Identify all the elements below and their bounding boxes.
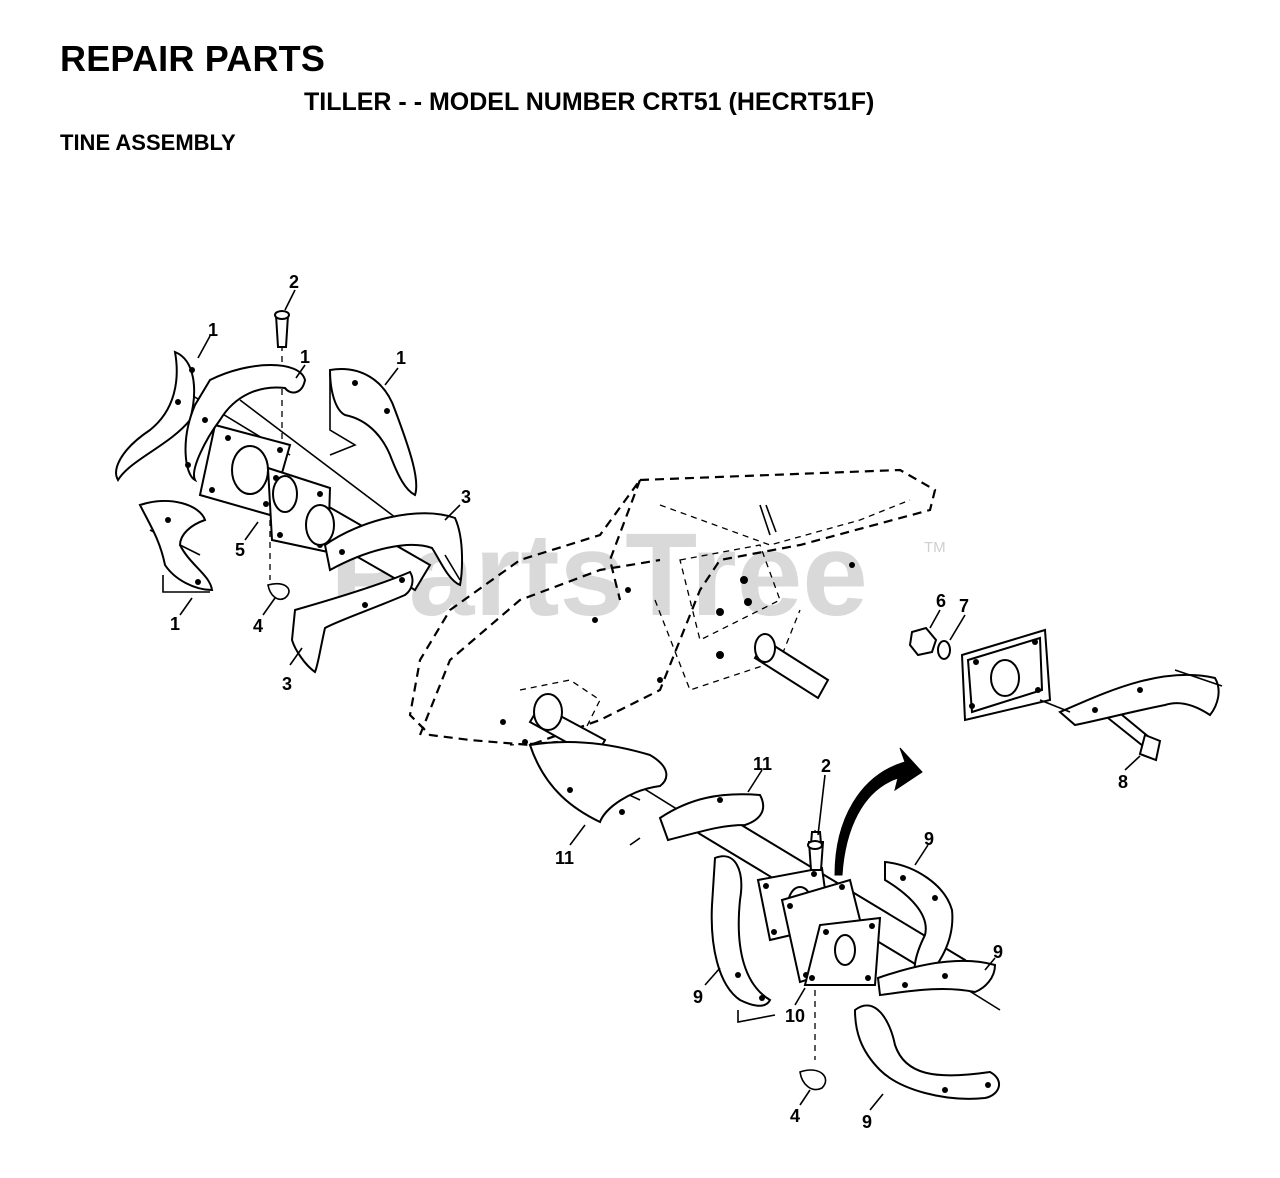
callout-tine-11-left: 11 — [555, 848, 574, 868]
callout-hairpin-lower: 4 — [790, 1106, 800, 1126]
callout-tine-lower-left: 1 — [170, 614, 180, 634]
page-title: REPAIR PARTS — [60, 38, 326, 79]
callout-bolt: 8 — [1118, 772, 1128, 792]
callout-tine-9-bottom: 9 — [862, 1112, 872, 1132]
lower-tine-assembly — [528, 741, 1001, 1100]
tiller-housing-outline — [408, 468, 937, 760]
callout-tine-3-lower: 3 — [282, 674, 292, 694]
callout-clevis-pin-lower: 2 — [821, 756, 831, 776]
callout-bearing-plate: 5 — [235, 540, 245, 560]
leader-lines — [179, 289, 1141, 1111]
callout-tine-11-right: 11 — [753, 754, 772, 774]
callout-tine-9-left: 9 — [693, 987, 703, 1007]
callout-tine-3-upper: 3 — [461, 487, 471, 507]
callout-tine-upper-left: 1 — [208, 320, 218, 340]
left-tine-assembly — [115, 310, 464, 674]
callout-flange: 10 — [785, 1006, 805, 1026]
callout-tine-upper-right: 1 — [396, 348, 406, 368]
callout-tine-9-top: 9 — [924, 829, 934, 849]
callout-hairpin-left: 4 — [253, 616, 263, 636]
page-subtitle: TILLER - - MODEL NUMBER CRT51 (HECRT51F) — [304, 88, 875, 116]
callout-washer: 7 — [959, 596, 969, 616]
callout-tine-upper-mid: 1 — [300, 347, 310, 367]
callout-labels: 1 1 1 1 2 2 3 3 4 4 5 6 7 8 9 9 9 9 10 1… — [170, 272, 1128, 1132]
callout-clevis-pin-left: 2 — [289, 272, 299, 292]
callout-tine-9-right: 9 — [993, 942, 1003, 962]
section-title: TINE ASSEMBLY — [60, 130, 236, 155]
watermark-trademark: TM — [924, 539, 946, 556]
callout-nut: 6 — [936, 591, 946, 611]
side-plate-assembly — [908, 626, 1223, 762]
